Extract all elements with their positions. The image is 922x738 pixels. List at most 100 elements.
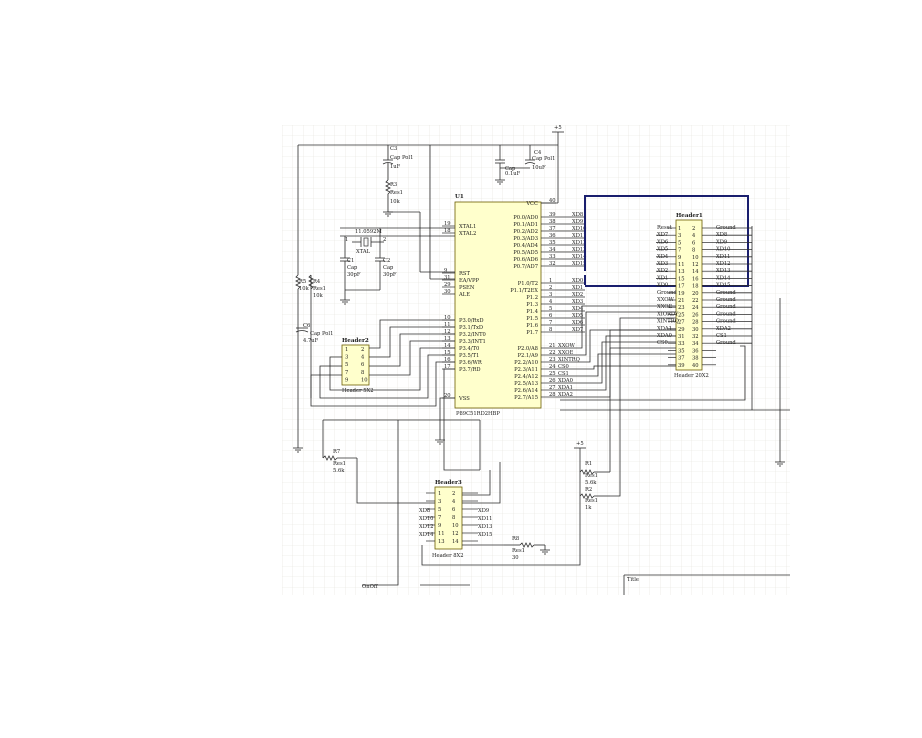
header3-left-net: XD10	[419, 516, 433, 522]
header1-pin-number: 11	[678, 262, 685, 268]
header3-pin-number: 12	[452, 531, 459, 537]
header1-pin-number: 33	[678, 341, 685, 347]
u1-pin-number: 30	[444, 289, 451, 295]
header3-part: Header 8X2	[432, 553, 464, 559]
u1-pin-number: 2	[549, 285, 552, 291]
u1-pin-number: 40	[549, 198, 556, 204]
header1-pin-number: 29	[678, 327, 685, 333]
u1-pin-number: 35	[549, 240, 556, 246]
u1-pin-number: 32	[549, 261, 556, 267]
header1-pin-number: 40	[692, 363, 699, 369]
header1-pin-number: 2	[692, 226, 695, 232]
header3-ref: Header3	[435, 480, 462, 486]
u1-pin-name: PSEN	[459, 285, 475, 291]
p2-net-wire	[556, 329, 676, 363]
header3-pin-number: 10	[452, 523, 459, 529]
r2-ref: R2	[585, 487, 592, 493]
header1-pin-number: 26	[692, 312, 699, 318]
header1-pin-number: 8	[692, 248, 695, 254]
u1-pin-name: P1.3	[526, 302, 538, 308]
c4-type: Cap Pol1	[532, 156, 555, 162]
header3-right-net: XD13	[478, 524, 492, 530]
u1-pin-name: P3.6/WR	[459, 360, 483, 366]
header2-pin-number: 10	[361, 377, 368, 383]
u1-pin-name: P3.3/INT1	[459, 339, 486, 345]
r3-value: 10k	[390, 199, 401, 205]
header1-pin-number: 30	[692, 327, 699, 333]
u1-pin-name: P2.6/A14	[514, 388, 539, 394]
p0-net-label: XD10	[572, 226, 586, 232]
u1-pin-name: P0.1/AD1	[513, 222, 538, 228]
u1-pin-name: P0.7/AD7	[513, 264, 538, 270]
r2-type: Res1	[585, 498, 598, 504]
c2-type: Cap	[383, 265, 394, 271]
header1-pin-number: 17	[678, 284, 685, 290]
header2-pin-number: 8	[361, 370, 364, 376]
u1-pin-name: P3.2/INT0	[459, 332, 486, 338]
header1-ref: Header1	[676, 213, 703, 219]
header1-pin-number: 36	[692, 348, 699, 354]
header1-pin-number: 35	[678, 348, 685, 354]
c4-c5-decoupling: Cap 0.1uF C4 Cap Pol1 10uF	[495, 145, 555, 185]
p0-net-label: XD14	[572, 254, 587, 260]
u1-pin-number: 25	[549, 371, 556, 377]
header1-left-net: CS0	[657, 340, 668, 346]
u1-pin-number: 31	[444, 275, 451, 281]
header1-pin-number: 16	[692, 276, 699, 282]
u1-pin-number: 14	[444, 343, 451, 349]
xtal-ref: XTAL	[356, 249, 371, 255]
header1-left-net: XINTRQ	[657, 319, 679, 325]
header3-left-net: XD8	[419, 508, 430, 514]
u1-pin-name: P1.6	[526, 323, 538, 329]
u1-pin-number: 16	[444, 357, 451, 363]
p2-net-wire	[556, 311, 676, 356]
vcc-power: +5	[298, 125, 564, 204]
header3-left-net: XD12	[419, 524, 433, 530]
u1-pin-number: 6	[549, 313, 552, 319]
p0-net-label: XD9	[572, 219, 583, 225]
c2-ref: C2	[383, 258, 390, 264]
header3-left-net: XD14	[419, 532, 434, 538]
u1-pin-name: P3.0/RxD	[459, 318, 483, 324]
u1-part: P89C51RD2HBP	[456, 411, 500, 417]
u1-pin-number: 28	[549, 392, 556, 398]
p1-net-label: XD6	[572, 320, 583, 326]
u1-pin-name: P1.4	[526, 309, 538, 315]
u1-pin-name: VCC	[525, 201, 538, 207]
u1-pin-number: 29	[444, 282, 451, 288]
header3-pin-number: 2	[452, 491, 455, 497]
u1-pin-number: 23	[549, 357, 556, 363]
u1-pin-number: 37	[549, 226, 556, 232]
u1-pin-name: P3.7/RD	[459, 367, 481, 373]
u1-pin-name: P2.3/A11	[514, 367, 538, 373]
header1-pin-number: 13	[678, 269, 685, 275]
header1-pin-number: 5	[678, 240, 681, 246]
c6-ref: C6	[303, 323, 310, 329]
header1-pin-number: 12	[692, 262, 699, 268]
u1-pin-number: 22	[549, 350, 556, 356]
r8-type: Res1	[512, 548, 525, 554]
u1-pin-number: 21	[549, 343, 556, 349]
r2-value: 1k	[585, 505, 592, 511]
u1-pin-name: P2.5/A13	[514, 381, 538, 387]
header2-pin-number: 9	[345, 377, 348, 383]
header3-pin-number: 13	[438, 539, 445, 545]
u1-pin-name: P2.2/A10	[514, 360, 538, 366]
header1-left-net: XDA1	[657, 326, 672, 332]
u1-pin-number: 5	[549, 306, 552, 312]
c4-ref: C4	[534, 150, 542, 156]
reset-network	[388, 145, 455, 280]
header2-pin-number: 4	[361, 355, 365, 361]
u1-pin-number: 24	[549, 364, 556, 370]
header2-pin-number: 3	[345, 355, 348, 361]
u1-pin-number: 4	[549, 299, 553, 305]
c5-value: 0.1uF	[505, 171, 521, 177]
p1-net-label: XD2	[572, 292, 583, 298]
u1-pin-name: P1.2	[526, 295, 538, 301]
header2-pin-number: 5	[345, 362, 348, 368]
